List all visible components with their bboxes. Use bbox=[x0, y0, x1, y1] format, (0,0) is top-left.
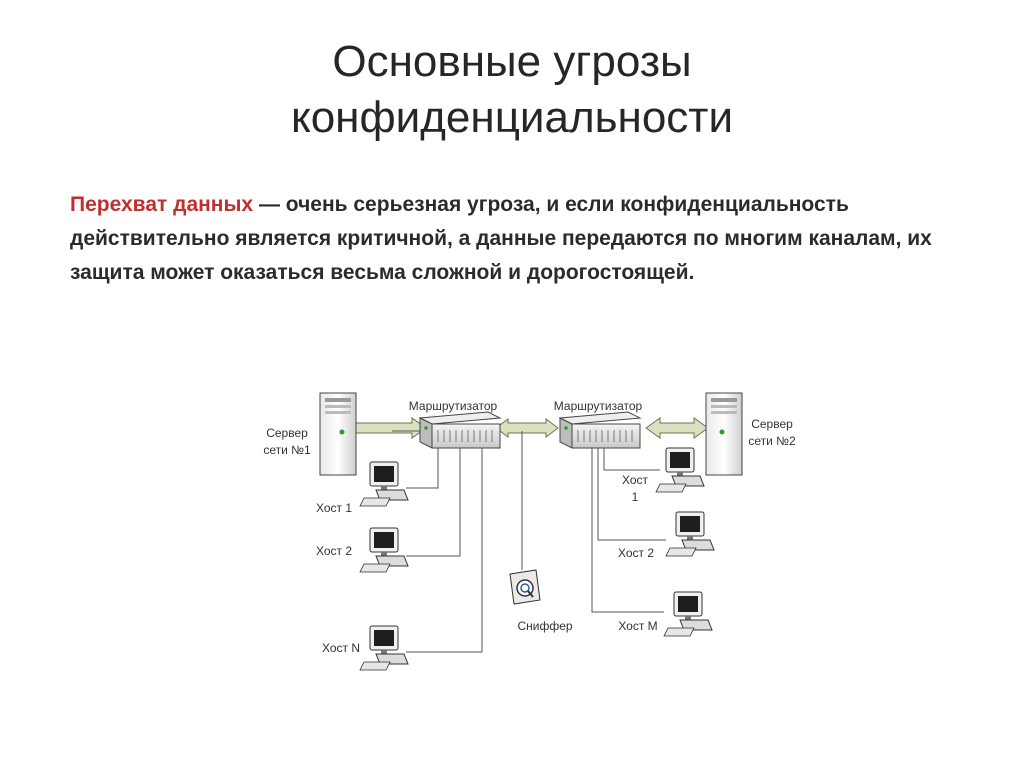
host-right-m-label: Хост M bbox=[618, 619, 657, 633]
server-left-icon bbox=[319, 392, 357, 476]
connection-lines bbox=[392, 430, 666, 653]
host-left-n-icon bbox=[359, 625, 409, 671]
host-left-2-label: Хост 2 bbox=[316, 544, 352, 558]
body-description: — очень серьезная угроза, и если конфиде… bbox=[70, 193, 932, 284]
server-left-label-line2: сети №1 bbox=[263, 443, 311, 457]
server-right-icon bbox=[705, 392, 743, 476]
link-arrow-right bbox=[645, 417, 709, 439]
server-right-label-line1: Сервер bbox=[751, 417, 793, 431]
highlight-term: Перехват данных bbox=[70, 193, 254, 216]
host-right-2-label: Хост 2 bbox=[618, 546, 654, 560]
router-right-label: Маршрутизатор bbox=[554, 399, 643, 413]
link-arrow-middle bbox=[495, 418, 559, 438]
server-left-label-line1: Сервер bbox=[266, 426, 308, 440]
host-left-2-icon bbox=[359, 527, 409, 573]
host-right-1-label-line1: Хост bbox=[622, 473, 649, 487]
host-left-n-label: Хост N bbox=[322, 641, 360, 655]
slide-title: Основные угрозы конфиденциальности bbox=[0, 34, 1024, 146]
router-left-icon bbox=[418, 411, 502, 449]
host-left-1-icon bbox=[359, 461, 409, 507]
title-line-1: Основные угрозы bbox=[332, 37, 692, 86]
title-line-2: конфиденциальности bbox=[290, 93, 734, 142]
host-right-1-label-line2: 1 bbox=[632, 490, 639, 504]
host-right-m-icon bbox=[663, 591, 713, 637]
sniffer-icon bbox=[509, 569, 541, 605]
router-right-icon bbox=[558, 411, 642, 449]
router-left-label: Маршрутизатор bbox=[409, 399, 498, 413]
server-right-label-line2: сети №2 bbox=[748, 434, 796, 448]
host-right-1-icon bbox=[655, 447, 705, 493]
sniffer-label: Сниффер bbox=[517, 619, 572, 633]
host-right-2-icon bbox=[665, 511, 715, 557]
slide-body-text: Перехват данных — очень серьезная угроза… bbox=[70, 188, 960, 290]
host-left-1-label: Хост 1 bbox=[316, 501, 352, 515]
